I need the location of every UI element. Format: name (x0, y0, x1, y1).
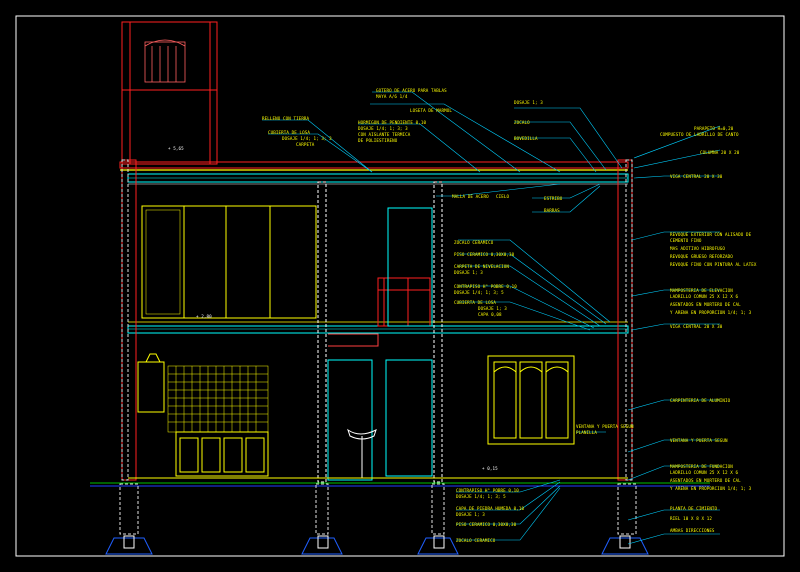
label-top-13: BOVEDILLA (514, 136, 538, 141)
upper-window-left (141, 205, 317, 319)
label-rm-7: ASENTADOS EN MORTERO DE CAL (670, 302, 741, 307)
label-rm-2: MAS ADITIVO HIDROFUGO (670, 246, 725, 251)
label-b-2: CAPA DE PIEDRA HUMEDA 0,10 (456, 506, 525, 511)
label-rm-4: REVOQUE FINO CON PINTURA AL LATEX (670, 262, 757, 267)
label-rl-4: LADRILLO COMUN 25 X 12 X 6 (670, 470, 739, 475)
kitchen-cabinets (175, 431, 269, 477)
roof-tower (121, 21, 218, 165)
labels-right-top: PARAPETO H=0,20 COMPUESTO DE LADRILLO DE… (660, 126, 740, 179)
label-rm-3: REVOQUE GRUESO REFORZADO (670, 254, 733, 259)
lower-window-right (487, 355, 575, 445)
label-top-5: DOSAJE 1/4; 1; 3; 3 (358, 126, 408, 131)
label-b-1: DOSAJE 1/4; 1; 3; 5 (456, 494, 506, 499)
label-mid-3: BARRAS (544, 208, 560, 213)
labels-top: GOTERO DE ACERO PARA TABLAS MAYA A/6 1/4… (262, 88, 543, 147)
kitchen-hood (137, 353, 165, 413)
label-rt-2: COLUMNA 20 X 20 (700, 150, 740, 155)
labels-bottom: CONTRAPISO H° POBRE 0,10 DOSAJE 1/4; 1; … (456, 488, 525, 543)
label-c-4: CONTRAPISO H° POBRE 0,10 (454, 284, 517, 289)
label-rl-3: MAMPOSTERIA DE FUNDACION (670, 464, 733, 469)
labels-right-low: CARPINTERIA DE ALUMINIO VENTANA Y PUERTA… (576, 398, 752, 533)
label-rt-1: COMPUESTO DE LADRILLO DE CANTO (660, 132, 739, 137)
footing-caps (123, 535, 631, 549)
label-rl-0: CARPINTERIA DE ALUMINIO (670, 398, 731, 403)
label-rm-6: LADRILLO COMUN 25 X 12 X 6 (670, 294, 739, 299)
label-top-6: CON AISLANTE TERMICA (358, 132, 411, 137)
label-b-4: PISO CERAMICO 0,30X0,30 (456, 522, 517, 527)
label-c-2: CARPETA DE NIVELACION (454, 264, 509, 269)
roof-slab (119, 161, 629, 185)
stair (328, 277, 431, 347)
labels-mid: MALLA DE ACERO CIELO ESTRIBO BARRAS (452, 194, 563, 213)
label-rt-3: VIGA CENTRAL 20 X 30 (670, 174, 723, 179)
level-markers: + 5,65 + 2,80 + 0,15 (168, 146, 498, 471)
label-top-10: CARPETA (296, 142, 315, 147)
label-rl-2: PLANILLA (576, 430, 597, 435)
label-top-11: DOSAJE 1; 3 (514, 100, 543, 105)
ground-line (90, 482, 710, 487)
footings (105, 537, 649, 555)
label-mid-0: MALLA DE ACERO (452, 194, 489, 199)
bath-door (327, 359, 373, 481)
left-wall (119, 159, 139, 535)
label-rm-9: VIGA CENTRAL 20 X 30 (670, 324, 723, 329)
label-rt-0: PARAPETO H=0,20 (694, 126, 734, 131)
label-c-7: DOSAJE 1; 3 (478, 306, 507, 311)
label-rl-7: PLANTA DE CIMIENTO (670, 506, 718, 511)
label-b-0: CONTRAPISO H° POBRE 0,10 (456, 488, 519, 493)
label-b-3: DOSAJE 1; 3 (456, 512, 485, 517)
label-top-2: RELLENO CON TIERRA (262, 116, 310, 121)
label-rl-1: VENTANA Y PUERTA SEGUN (576, 424, 634, 429)
interior-column-b (431, 181, 445, 535)
wash-basin (347, 428, 377, 478)
water-tank (144, 39, 186, 83)
label-c-6: CUBIERTA DE LOSA (454, 300, 496, 305)
label-rm-8: Y ARENA EN PROPORCION 1/4; 1; 3 (670, 310, 752, 315)
label-c-5: DOSAJE 1/4; 1; 3; 5 (454, 290, 504, 295)
label-b-5: ZOCALO CERAMICO (456, 538, 496, 543)
label-c-0: ZOCALO CERAMICO (454, 240, 494, 245)
right-wall (617, 159, 637, 535)
label-top-3: LOSETA DE MARMOL (410, 108, 452, 113)
drawing-frame (15, 15, 785, 557)
label-top-12: ZOCALO (514, 120, 530, 125)
level-roof: + 5,65 (168, 146, 184, 151)
label-mid-1: CIELO (496, 194, 509, 199)
label-rm-0: REVOQUE EXTERIOR CON ALISADO DE (670, 232, 752, 237)
interior-column-a (315, 181, 329, 535)
label-rm-1: CEMENTO FINO (670, 238, 702, 243)
label-rl-8: RIEL 10 X 8 X 12 (670, 516, 712, 521)
label-top-0: GOTERO DE ACERO PARA TABLAS (376, 88, 447, 93)
label-rl-5: ASENTADOS EN MORTERO DE CAL (670, 478, 741, 483)
label-rl-6: Y ARENA EN PROPORCION 1/4; 1; 3 (670, 486, 752, 491)
label-rl-9: AMBAS DIRECCIONES (670, 528, 715, 533)
level-ground: + 0,15 (482, 466, 498, 471)
labels-center: ZOCALO CERAMICO PISO CERAMICO 0,30X0,30 … (454, 240, 517, 317)
stair-door-upper (387, 207, 433, 327)
label-mid-2: ESTRIBO (544, 196, 563, 201)
label-top-4: HORMIGON DE PENDIENTE 0,10 (358, 120, 427, 125)
level-upper: + 2,80 (196, 314, 212, 319)
labels-right-mid: REVOQUE EXTERIOR CON ALISADO DE CEMENTO … (670, 232, 757, 329)
label-top-7: DE POLIESTIRENO (358, 138, 398, 143)
label-c-1: PISO CERAMICO 0,30X0,30 (454, 252, 515, 257)
leader-lines (262, 91, 721, 545)
label-top-8: CUBIERTA DE LOSA (268, 130, 310, 135)
stair-door-lower (385, 359, 433, 477)
kitchen-tiles (167, 365, 269, 433)
label-rm-5: MAMPOSTERIA DE ELEVACION (670, 288, 733, 293)
label-c-3: DOSAJE 1; 3 (454, 270, 483, 275)
label-top-1: MAYA A/6 1/4 (376, 94, 408, 99)
label-top-9: DOSAJE 1/4; 1; 3; 3 (282, 136, 332, 141)
label-c-8: CAPA 0,08 (478, 312, 502, 317)
label-rl-1b: VENTANA Y PUERTA SEGUN (670, 438, 728, 443)
